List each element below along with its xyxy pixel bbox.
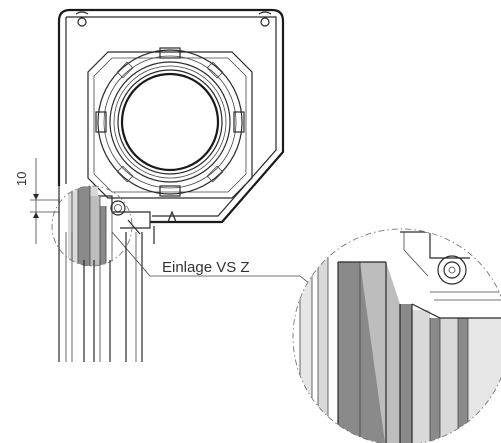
callout-label: Einlage VS Z [162,259,250,276]
screw-hole-icon [258,11,272,27]
dimension-10: 10 [14,158,60,244]
dimension-label: 10 [14,172,29,186]
detail-marker-circle [51,185,133,267]
screw-hole-icon [75,11,89,27]
tube-clips [95,47,245,197]
shutter-box-housing [57,8,285,224]
slat-section-detail [293,229,501,443]
slat-section-small [68,186,113,266]
enlarged-detail-circle [292,228,501,443]
guide-rail [58,186,143,362]
roller-tube [87,49,253,199]
guide-bracket [96,195,177,244]
